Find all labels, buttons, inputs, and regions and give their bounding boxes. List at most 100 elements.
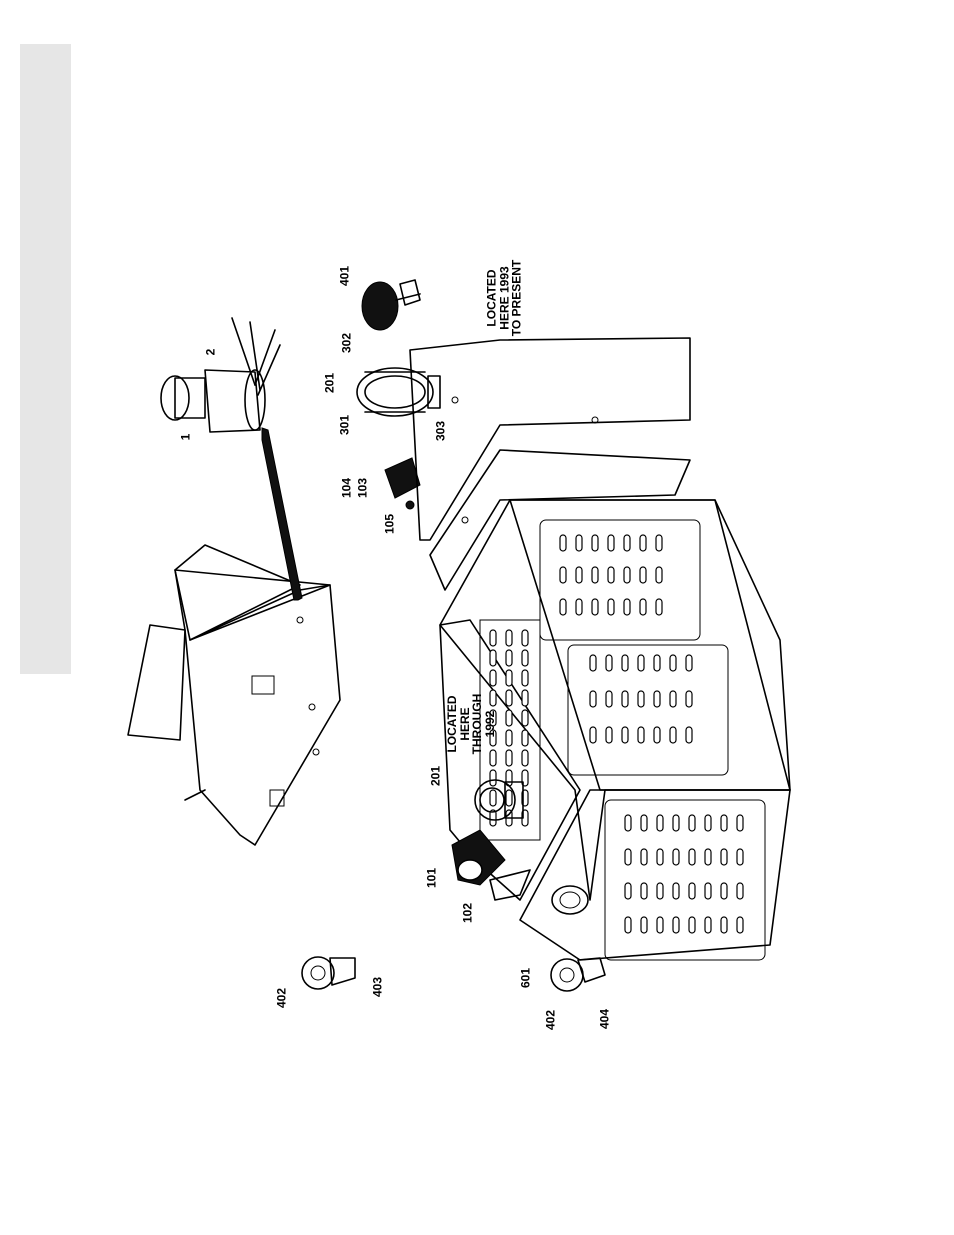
vent-slot: [506, 750, 512, 766]
vent-slot: [640, 567, 646, 583]
note-line: THROUGH: [471, 694, 484, 755]
note-located-1993-to-present: LOCATED HERE 1993 TO PRESENT: [485, 260, 523, 336]
vent-slot: [522, 730, 528, 746]
vent-slot: [737, 815, 743, 831]
note-line: LOCATED: [485, 260, 498, 336]
vent-slot: [654, 691, 660, 707]
vent-slot: [522, 650, 528, 666]
vent-slot: [657, 849, 663, 865]
callout-402-left: 402: [276, 988, 289, 1008]
vent-slot: [654, 727, 660, 743]
vent-slot: [689, 849, 695, 865]
vent-slot: [656, 535, 662, 551]
pointer-arrow: [262, 428, 302, 600]
vent-slot: [506, 790, 512, 806]
vent-slot: [670, 691, 676, 707]
vent-slot: [624, 599, 630, 615]
vent-slot: [625, 849, 631, 865]
callout-105: 105: [384, 514, 397, 534]
beacon-201-part: [475, 780, 523, 820]
vent-slot: [606, 727, 612, 743]
vent-slot: [608, 535, 614, 551]
vent-slot: [622, 655, 628, 671]
callout-201-left: 201: [430, 766, 443, 786]
vent-slot: [705, 917, 711, 933]
vent-slot: [625, 917, 631, 933]
vent-slot: [590, 691, 596, 707]
light-402-loose-part: [302, 957, 355, 989]
vent-slot: [686, 655, 692, 671]
vent-slot: [606, 691, 612, 707]
vent-slot: [673, 883, 679, 899]
callout-103: 103: [357, 478, 370, 498]
vent-slot: [721, 815, 727, 831]
vent-slot: [737, 917, 743, 933]
bracket-103-part: [385, 458, 420, 509]
vent-slot: [705, 849, 711, 865]
callout-303: 303: [435, 421, 448, 441]
vent-slot: [506, 650, 512, 666]
vent-slot: [522, 690, 528, 706]
vent-slot: [657, 883, 663, 899]
callout-402-bottom: 402: [545, 1010, 558, 1030]
callout-301: 301: [339, 415, 352, 435]
vent-slot: [592, 567, 598, 583]
vent-slot: [721, 883, 727, 899]
note-located-through-1992: LOCATED HERE THROUGH 1992: [446, 694, 496, 755]
vent-slot: [506, 710, 512, 726]
vent-slot: [640, 535, 646, 551]
vent-slot: [673, 917, 679, 933]
note-line: LOCATED: [446, 694, 459, 755]
callout-101: 101: [426, 868, 439, 888]
vent-slot: [721, 917, 727, 933]
vent-slot: [590, 655, 596, 671]
vent-slot: [656, 599, 662, 615]
vent-slot: [705, 883, 711, 899]
vent-slot: [641, 849, 647, 865]
vent-slot: [560, 535, 566, 551]
vent-slot: [638, 691, 644, 707]
cab-roof-assembly: [128, 545, 340, 845]
callout-104: 104: [341, 478, 354, 498]
vent-slot: [689, 883, 695, 899]
vent-slot: [592, 599, 598, 615]
vent-slot: [625, 815, 631, 831]
callout-403: 403: [372, 977, 385, 997]
vent-slot: [721, 849, 727, 865]
vent-slot: [622, 727, 628, 743]
lamp-401-part: [362, 280, 420, 330]
vent-slot: [657, 815, 663, 831]
vent-slot: [641, 883, 647, 899]
vent-slot: [576, 535, 582, 551]
vent-slot: [624, 535, 630, 551]
vent-slot: [625, 883, 631, 899]
vent-slot: [624, 567, 630, 583]
vent-slot: [490, 630, 496, 646]
vent-slot: [656, 567, 662, 583]
note-line: TO PRESENT: [510, 260, 523, 336]
vent-slot: [737, 883, 743, 899]
callout-1: 1: [180, 434, 193, 441]
vent-slot: [590, 727, 596, 743]
callout-601: 601: [520, 968, 533, 988]
callout-2: 2: [205, 349, 218, 356]
vent-slot: [673, 815, 679, 831]
vent-slot: [560, 567, 566, 583]
vent-slot: [608, 599, 614, 615]
vent-slot: [640, 599, 646, 615]
vent-slot: [657, 917, 663, 933]
callout-302: 302: [341, 333, 354, 353]
caged-beacon-part: [357, 368, 440, 416]
vent-slot: [705, 815, 711, 831]
callout-201-top: 201: [324, 373, 337, 393]
vent-slot: [576, 599, 582, 615]
vent-slot: [522, 670, 528, 686]
vent-slot: [689, 917, 695, 933]
vent-slot: [522, 710, 528, 726]
vent-slot: [670, 727, 676, 743]
vent-slot: [670, 655, 676, 671]
vent-slot: [506, 630, 512, 646]
vent-slot: [506, 730, 512, 746]
vent-slot: [638, 655, 644, 671]
